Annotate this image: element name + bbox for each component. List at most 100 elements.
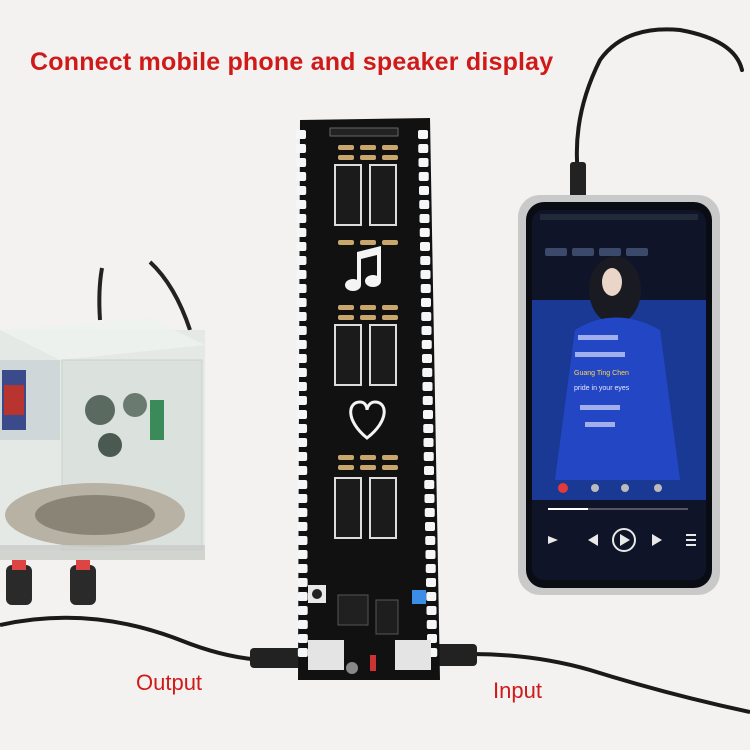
- headline-caption: Connect mobile phone and speaker display: [30, 48, 554, 76]
- led: [423, 424, 434, 433]
- playback-controls: [548, 528, 696, 552]
- resistor: [382, 240, 398, 245]
- led: [421, 340, 432, 349]
- led: [296, 382, 307, 391]
- led: [296, 270, 307, 279]
- led: [419, 200, 430, 209]
- led: [296, 172, 307, 181]
- resistor: [360, 315, 376, 320]
- led: [297, 508, 308, 517]
- volume-knob: [6, 565, 32, 605]
- led: [296, 396, 307, 405]
- led: [296, 368, 307, 377]
- led: [419, 214, 430, 223]
- power-led: [412, 590, 426, 604]
- music-note-icon: [345, 246, 381, 291]
- heart-icon: [349, 400, 386, 440]
- input-cable: [439, 652, 750, 714]
- led: [421, 326, 432, 335]
- output-label: Output: [136, 670, 203, 695]
- led: [297, 592, 308, 601]
- resistor: [338, 315, 354, 320]
- like-icon: [558, 483, 568, 493]
- led: [419, 228, 430, 237]
- led: [420, 242, 430, 251]
- amplifier-box: [0, 318, 205, 605]
- led: [297, 466, 308, 475]
- tone-knob: [70, 565, 96, 605]
- led: [296, 354, 307, 363]
- led: [296, 186, 307, 195]
- led: [297, 620, 308, 629]
- led: [296, 228, 307, 237]
- ic-chip: [369, 164, 397, 226]
- led: [424, 466, 434, 475]
- led: [297, 424, 308, 433]
- led: [423, 452, 434, 461]
- led: [418, 172, 429, 181]
- input-label: Input: [493, 678, 542, 703]
- led: [426, 578, 436, 587]
- led: [421, 298, 431, 307]
- phone-top-cable: [574, 27, 744, 197]
- led: [297, 648, 308, 657]
- led: [296, 298, 307, 307]
- led: [296, 326, 307, 335]
- led: [422, 354, 432, 363]
- led: [296, 340, 307, 349]
- led: [418, 144, 429, 153]
- led: [297, 522, 308, 531]
- resistor: [338, 240, 354, 245]
- smartphone: Guang Ting Chen pride in your eyes: [518, 195, 720, 595]
- resistor: [382, 145, 398, 150]
- led: [296, 242, 307, 251]
- led: [296, 130, 306, 139]
- led: [425, 522, 435, 531]
- led: [296, 312, 307, 321]
- led: [422, 396, 433, 405]
- led: [297, 606, 308, 615]
- led: [425, 550, 436, 559]
- ic-chip: [369, 477, 397, 539]
- lyrics-panel: Guang Ting Chen pride in your eyes: [574, 335, 630, 427]
- led: [425, 564, 436, 573]
- amplifier-cable-left: [97, 267, 104, 321]
- ic-chips: [334, 164, 397, 539]
- resistor: [382, 305, 398, 310]
- led: [425, 536, 436, 545]
- led: [297, 634, 308, 643]
- output-plug: [250, 648, 302, 668]
- resistor: [338, 465, 354, 470]
- led: [296, 214, 307, 223]
- capacitor: [98, 433, 122, 457]
- led: [426, 606, 437, 615]
- ic-chip: [334, 324, 362, 386]
- resistor: [382, 315, 398, 320]
- led: [421, 312, 432, 321]
- resistor: [360, 305, 376, 310]
- previous-icon: [588, 534, 598, 546]
- resistor: [382, 465, 398, 470]
- resistor: [360, 465, 376, 470]
- playlist-icon: [686, 534, 696, 536]
- led: [297, 480, 308, 489]
- resistor: [382, 455, 398, 460]
- resistor: [382, 155, 398, 160]
- resistor-rows: [338, 145, 398, 470]
- led: [423, 410, 433, 419]
- next-icon: [652, 534, 662, 546]
- led: [296, 200, 307, 209]
- led: [296, 284, 307, 293]
- led: [297, 410, 307, 419]
- led: [424, 480, 435, 489]
- play-button: [612, 528, 636, 552]
- lyric-line: pride in your eyes: [574, 385, 630, 392]
- resistor: [360, 455, 376, 460]
- capacitor: [123, 393, 147, 417]
- led: [424, 494, 435, 503]
- play-icon: [620, 534, 630, 546]
- led: [426, 592, 437, 601]
- resistor: [360, 145, 376, 150]
- led: [418, 158, 429, 167]
- led: [297, 536, 308, 545]
